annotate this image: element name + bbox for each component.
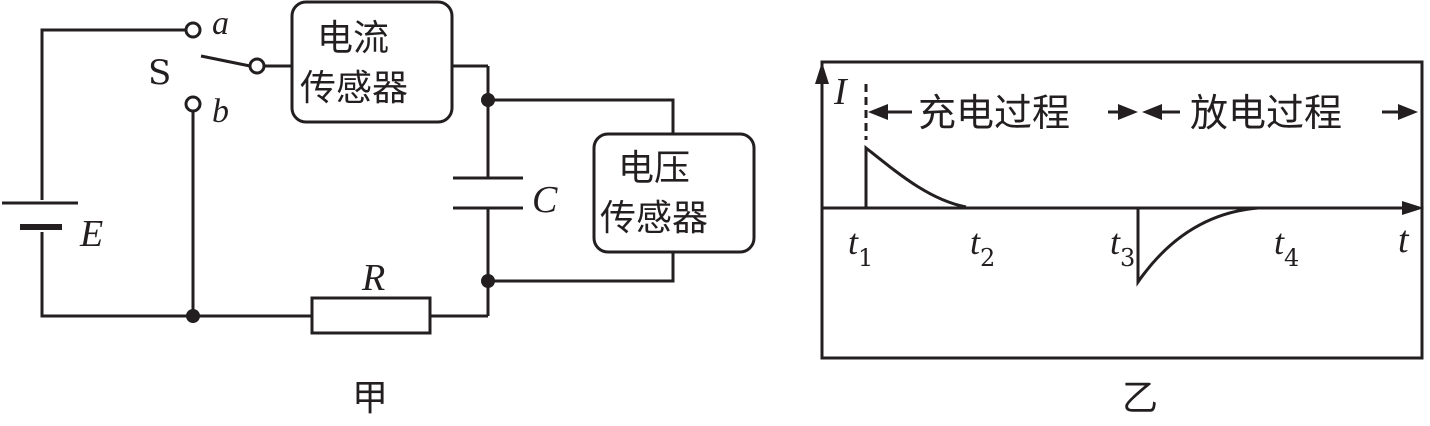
switch-blade: [200, 54, 251, 68]
capacitor-label: C: [532, 179, 558, 221]
node-top-right: [481, 93, 495, 107]
terminal-b-label: b: [212, 93, 229, 130]
battery-label: E: [79, 213, 103, 255]
current-sensor-line2: 传感器: [300, 68, 408, 109]
charging-arrowhead-right: [1118, 104, 1138, 120]
wire-battery-bottom: [40, 232, 312, 318]
discharging-arrowhead-left: [1142, 104, 1162, 120]
voltage-sensor-line1: 电压: [618, 148, 690, 189]
tick-t4: t4: [1274, 222, 1299, 272]
current-sensor-box: [290, 0, 454, 124]
node-bottom-left: [186, 309, 200, 323]
discharging-arrowhead-right: [1398, 104, 1418, 120]
voltage-sensor-line2: 传感器: [600, 198, 708, 239]
switch-pivot: [248, 57, 266, 75]
graph-frame: [820, 60, 1424, 360]
wire-voltage-bottom: [488, 252, 675, 283]
caption-left: 甲: [352, 378, 388, 419]
tick-t1: t1: [848, 222, 873, 272]
charging-label: 充电过程: [918, 91, 1070, 135]
wire-voltage-top: [488, 98, 675, 134]
y-axis-label: I: [833, 71, 849, 113]
switch-terminal-b: [184, 95, 202, 113]
x-axis-arrowhead: [1402, 201, 1424, 215]
caption-right: 乙: [1122, 378, 1158, 419]
resistor: [310, 296, 432, 335]
node-bottom-right: [481, 274, 495, 288]
voltage-sensor-box: [592, 132, 756, 254]
charging-arrowhead-left: [868, 104, 888, 120]
charging-curve: [864, 144, 967, 209]
resistor-label: R: [361, 257, 385, 299]
tick-t3: t3: [1110, 222, 1135, 272]
y-axis-arrowhead: [815, 62, 829, 84]
wire-battery-top: [40, 28, 186, 200]
terminal-a-label: a: [212, 5, 229, 42]
current-sensor-line1: 电流: [317, 18, 389, 59]
discharging-label: 放电过程: [1190, 91, 1342, 135]
x-axis-label: t: [1398, 219, 1410, 261]
tick-t2: t2: [970, 222, 995, 272]
discharging-curve: [1136, 206, 1259, 287]
switch-label: S: [148, 53, 171, 93]
switch-terminal-a: [184, 21, 202, 39]
